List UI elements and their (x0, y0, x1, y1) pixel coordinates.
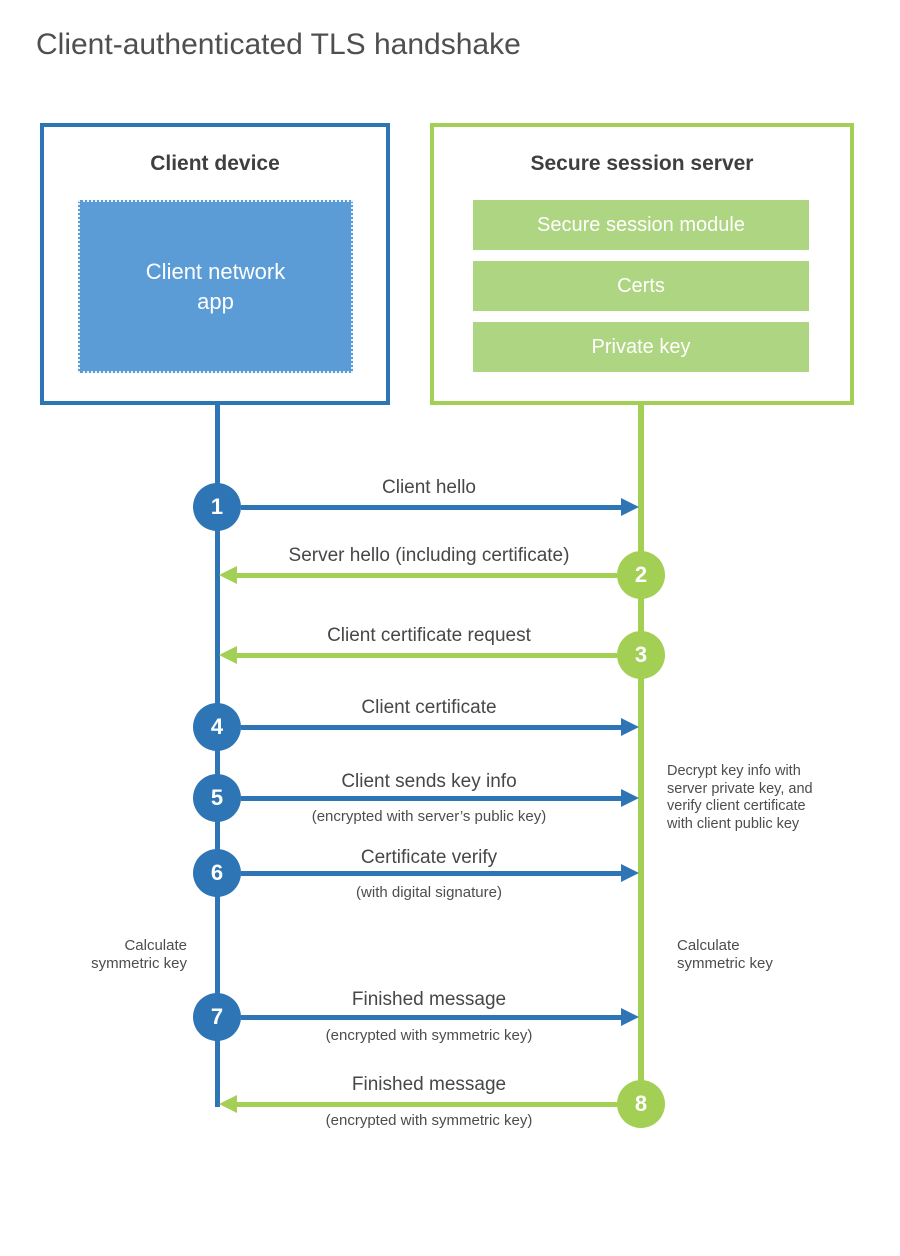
arrow-shaft (241, 725, 621, 730)
server-module-private-key: Private key (473, 322, 809, 372)
arrow-left-icon (219, 1095, 237, 1113)
arrow-left-icon (219, 646, 237, 664)
arrow-shaft (237, 573, 617, 578)
message-sublabel: (encrypted with server’s public key) (311, 808, 547, 825)
arrow-shaft (241, 871, 621, 876)
message-sublabel: (encrypted with symmetric key) (325, 1027, 533, 1044)
message-label: Certificate verify (360, 847, 498, 868)
message-label: Client certificate (361, 697, 497, 718)
client-app-label-line1: Client network (145, 258, 286, 284)
server-lifeline (638, 405, 644, 1105)
client-lifeline (215, 405, 220, 1107)
message-label: Server hello (including certificate) (288, 545, 570, 566)
arrow-shaft (241, 796, 621, 801)
server-module-secure-session: Secure session module (473, 200, 809, 250)
step-circle-7: 7 (193, 993, 241, 1041)
message-label: Client sends key info (341, 771, 517, 792)
page-title: Client-authenticated TLS handshake (36, 28, 521, 61)
message-label: Client certificate request (327, 625, 531, 646)
message-label: Finished message (351, 1074, 507, 1095)
step-circle-5: 5 (193, 774, 241, 822)
server-heading: Secure session server (530, 152, 754, 175)
step-circle-4: 4 (193, 703, 241, 751)
arrow-right-icon (621, 1008, 639, 1026)
arrow-right-icon (621, 789, 639, 807)
step-circle-6: 6 (193, 849, 241, 897)
arrow-right-icon (621, 498, 639, 516)
message-sublabel: (with digital signature) (356, 884, 502, 901)
message-label: Finished message (351, 989, 507, 1010)
message-label: Client hello (382, 477, 476, 498)
arrow-shaft (237, 653, 617, 658)
server-module-certs: Certs (473, 261, 809, 311)
step-circle-8: 8 (617, 1080, 665, 1128)
step-circle-2: 2 (617, 551, 665, 599)
arrow-right-icon (621, 718, 639, 736)
client-app-label-line2: app (197, 288, 234, 314)
calc-symmetric-key-note-server: Calculate symmetric key (677, 937, 773, 972)
client-network-app-box: Client network app (78, 200, 353, 373)
arrow-left-icon (219, 566, 237, 584)
arrow-shaft (241, 505, 621, 510)
message-sublabel: (encrypted with symmetric key) (325, 1112, 533, 1129)
arrow-shaft (237, 1102, 617, 1107)
calc-symmetric-key-note-client: Calculate symmetric key (91, 937, 187, 972)
step-circle-1: 1 (193, 483, 241, 531)
arrow-shaft (241, 1015, 621, 1020)
client-device-heading: Client device (150, 152, 280, 175)
step-circle-3: 3 (617, 631, 665, 679)
decrypt-note: Decrypt key info with server private key… (667, 763, 813, 832)
arrow-right-icon (621, 864, 639, 882)
